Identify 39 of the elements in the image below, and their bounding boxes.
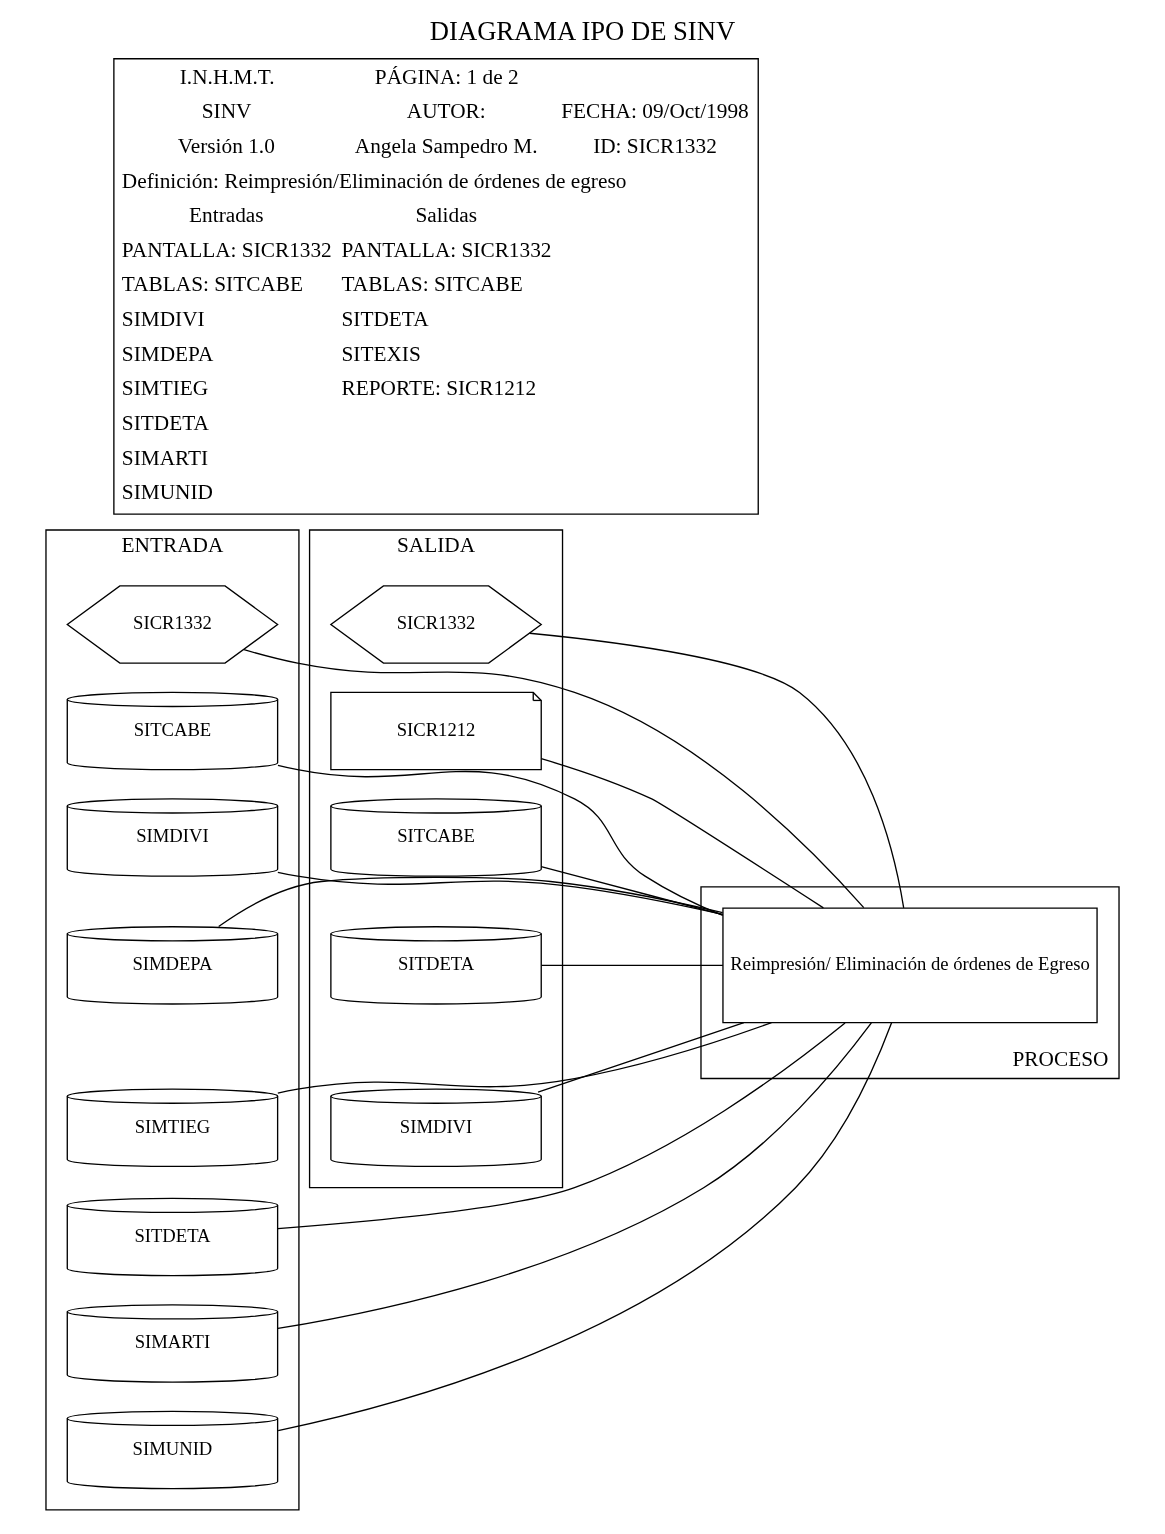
label: PANTALLA: SICR1332 [341, 237, 552, 262]
connector [277, 1022, 893, 1432]
connector [243, 649, 865, 909]
connector [540, 866, 724, 916]
label: PÁGINA: 1 de 2 [374, 64, 519, 89]
connector [218, 876, 724, 928]
label: SITEXIS [341, 341, 421, 366]
label: SIMUNID [121, 480, 213, 505]
connector [277, 1022, 773, 1094]
diagram-title: DIAGRAMA IPO DE SINV [429, 16, 736, 47]
connector [277, 1022, 846, 1230]
label: REPORTE: SICR1212 [341, 376, 537, 401]
label: SIMDIVI [121, 307, 205, 332]
label: Salidas [415, 203, 477, 228]
label: SITDETA [341, 307, 429, 332]
label: SIMTIEG [121, 376, 209, 401]
label: SINV [201, 99, 252, 124]
connector [277, 764, 724, 917]
node-box: Reimpresión/ Eliminación de órdenes de Egreso [722, 907, 1098, 1024]
label: ID: SICR1332 [593, 133, 717, 158]
label: SITDETA [121, 410, 209, 435]
label: AUTOR: [406, 99, 486, 124]
connector [537, 1022, 745, 1093]
connector [528, 632, 905, 909]
label: FECHA: 09/Oct/1998 [561, 99, 749, 124]
label: Entradas [189, 203, 264, 228]
connector [277, 871, 724, 916]
label: SIMARTI [121, 445, 209, 470]
label: Angela Sampedro M. [354, 133, 538, 158]
label: SIMDEPA [121, 341, 214, 366]
connector [540, 758, 825, 909]
label: I.N.H.M.T. [179, 64, 275, 89]
label: TABLAS: SITCABE [121, 272, 303, 297]
label: Definición: Reimpresión/Eliminación de órdenes de egreso [121, 168, 627, 193]
label: Versión 1.0 [177, 133, 275, 158]
label: PANTALLA: SICR1332 [121, 237, 332, 262]
connector [277, 1022, 873, 1330]
label: TABLAS: SITCABE [341, 272, 523, 297]
connector [540, 964, 724, 967]
